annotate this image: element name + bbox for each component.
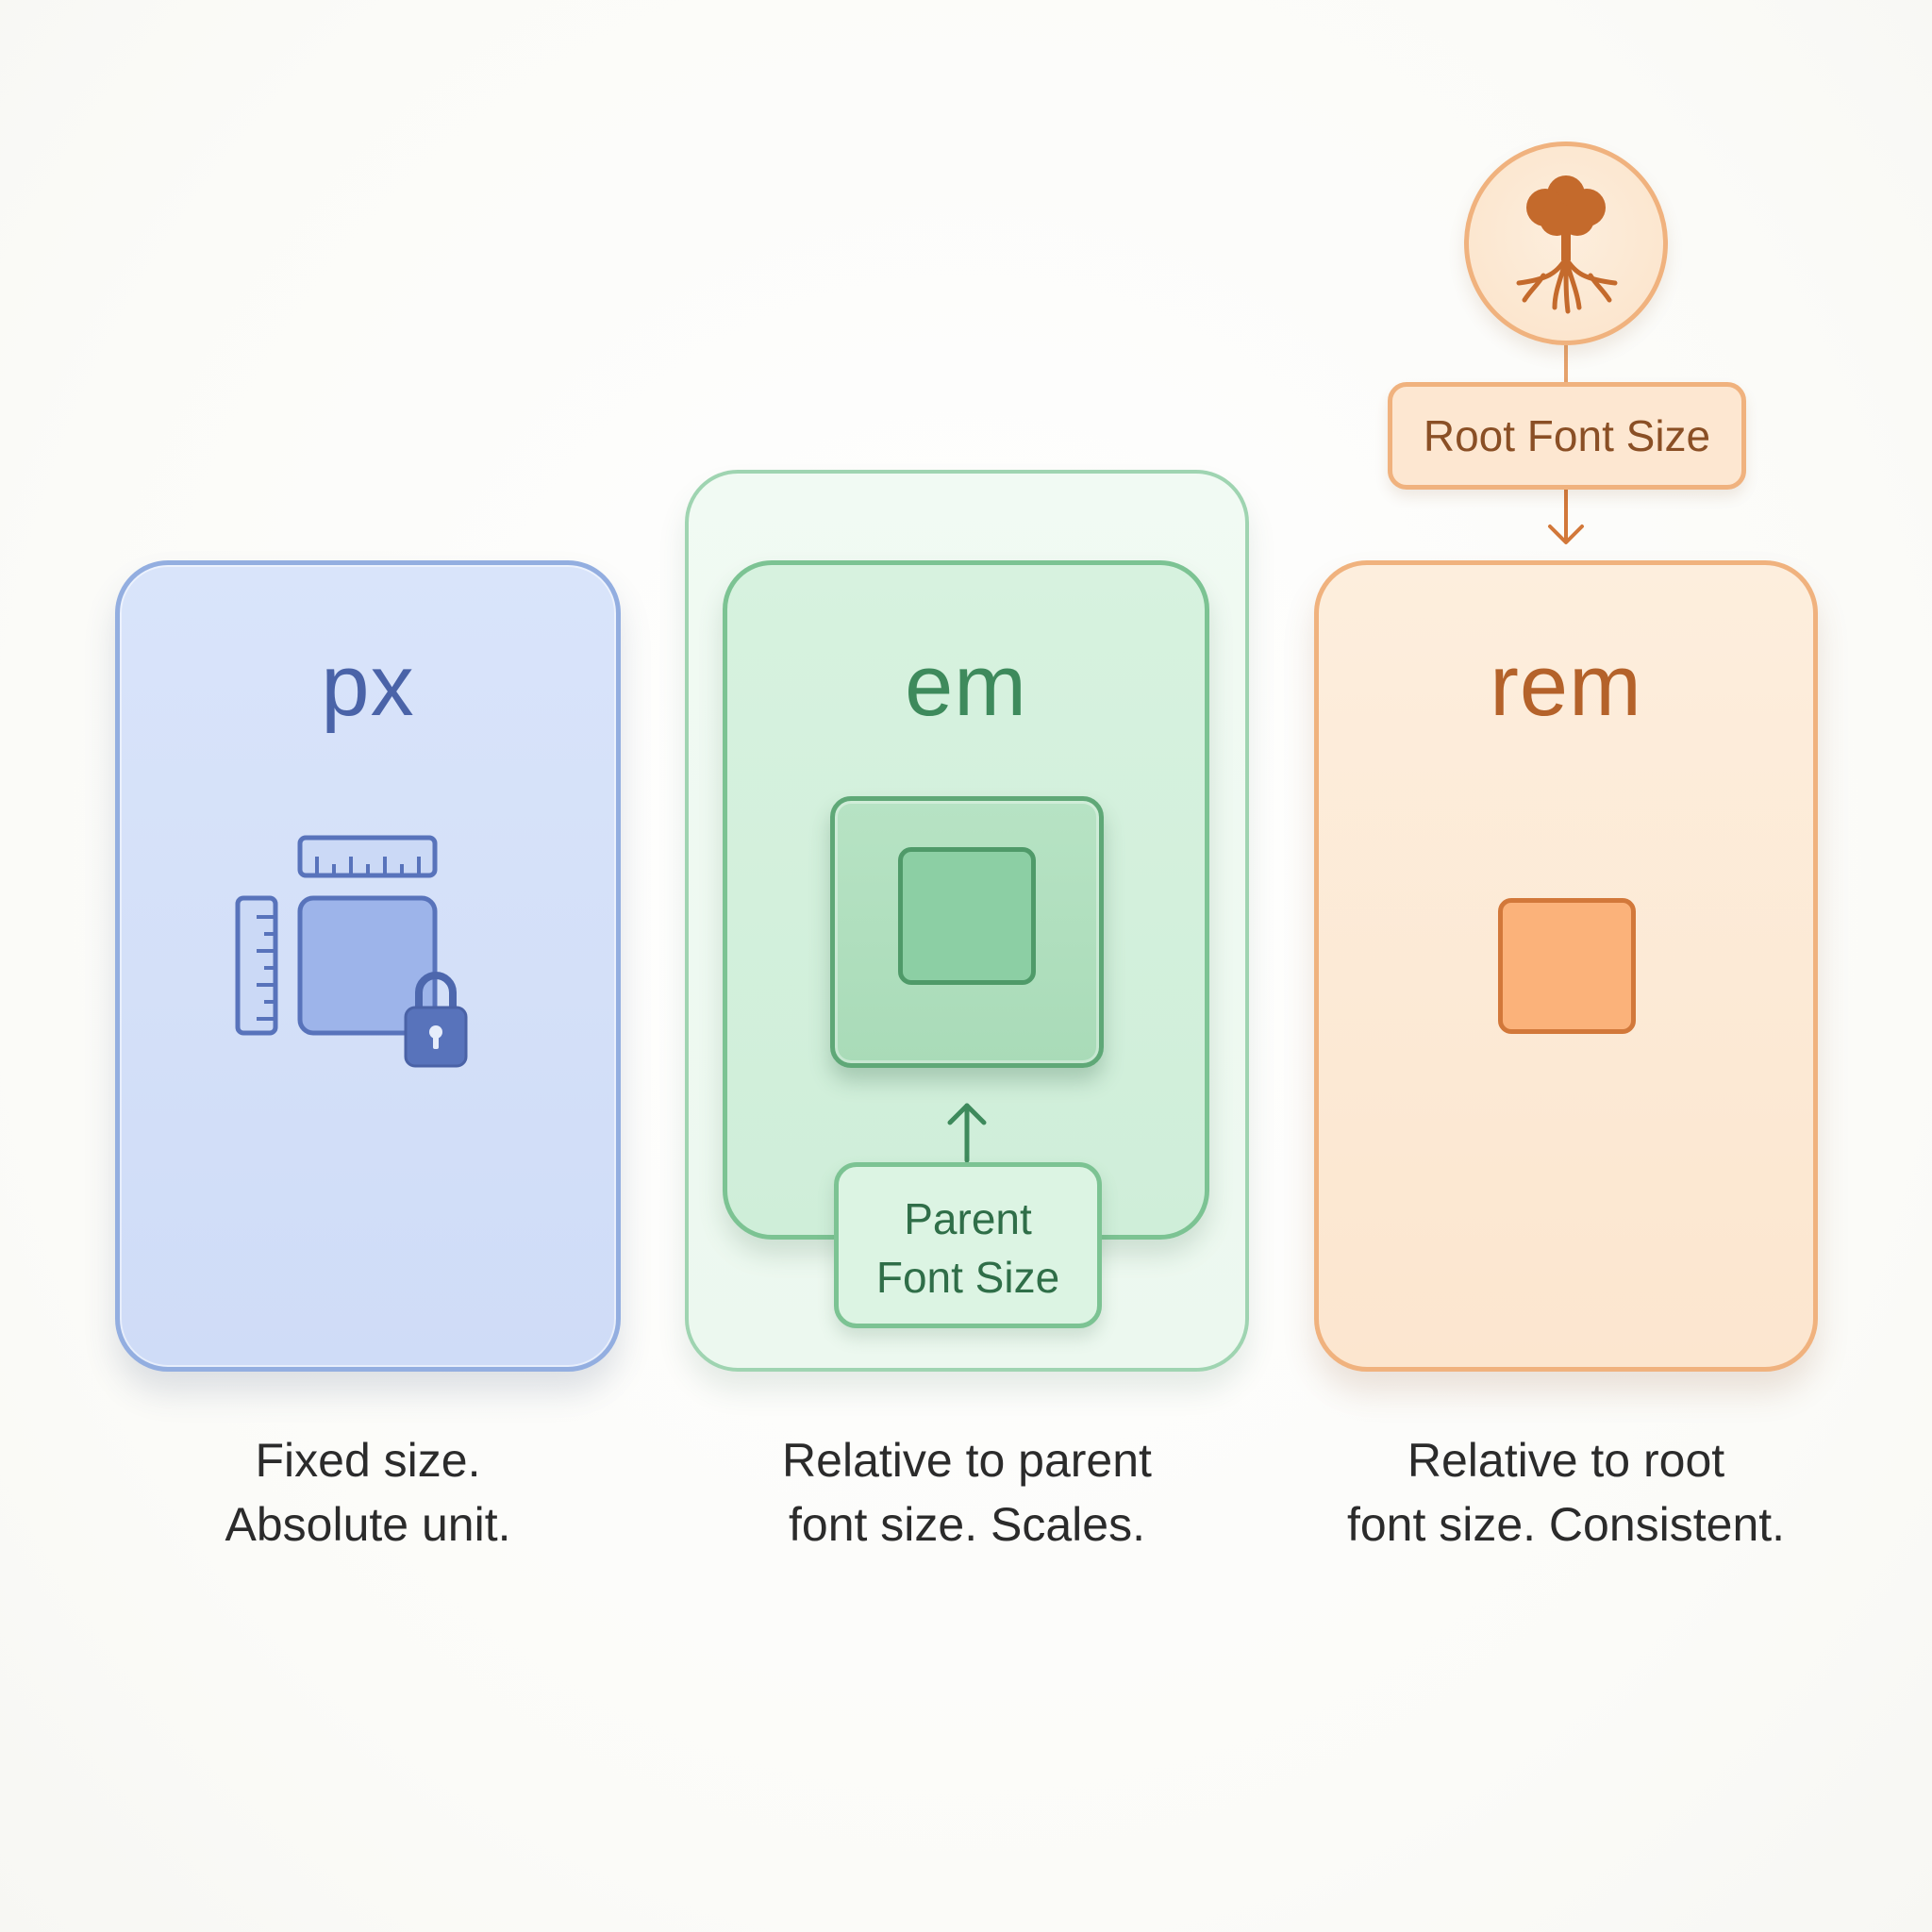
rem-caption-line-2: font size. Consistent. bbox=[1346, 1498, 1786, 1551]
px-caption-line-2: Absolute unit. bbox=[225, 1498, 511, 1551]
parent-label-line-1: Parent bbox=[904, 1194, 1032, 1243]
em-child-box bbox=[898, 847, 1036, 985]
parent-label-line-2: Font Size bbox=[875, 1253, 1060, 1302]
root-font-size-label: Root Font Size bbox=[1388, 382, 1746, 490]
px-caption-line-1: Fixed size. bbox=[255, 1434, 481, 1487]
parent-font-size-label: Parent Font Size bbox=[834, 1162, 1102, 1328]
em-caption-line-2: font size. Scales. bbox=[789, 1498, 1145, 1551]
lock-icon bbox=[404, 972, 468, 1068]
arrow-up-icon bbox=[947, 1103, 987, 1163]
em-caption-line-1: Relative to parent bbox=[782, 1434, 1152, 1487]
ruler-icon bbox=[235, 835, 438, 1036]
tree-roots-icon bbox=[1516, 175, 1618, 314]
rem-title: rem bbox=[1490, 638, 1642, 734]
em-caption: Relative to parent font size. Scales. bbox=[685, 1428, 1249, 1557]
arrow-down-icon bbox=[1548, 488, 1584, 544]
rem-caption: Relative to root font size. Consistent. bbox=[1283, 1428, 1849, 1557]
px-caption: Fixed size. Absolute unit. bbox=[115, 1428, 621, 1557]
px-title: px bbox=[321, 638, 415, 734]
rem-square bbox=[1498, 898, 1636, 1034]
rem-caption-line-1: Relative to root bbox=[1407, 1434, 1725, 1487]
px-fixed-square bbox=[297, 895, 438, 1036]
em-title: em bbox=[905, 638, 1027, 734]
